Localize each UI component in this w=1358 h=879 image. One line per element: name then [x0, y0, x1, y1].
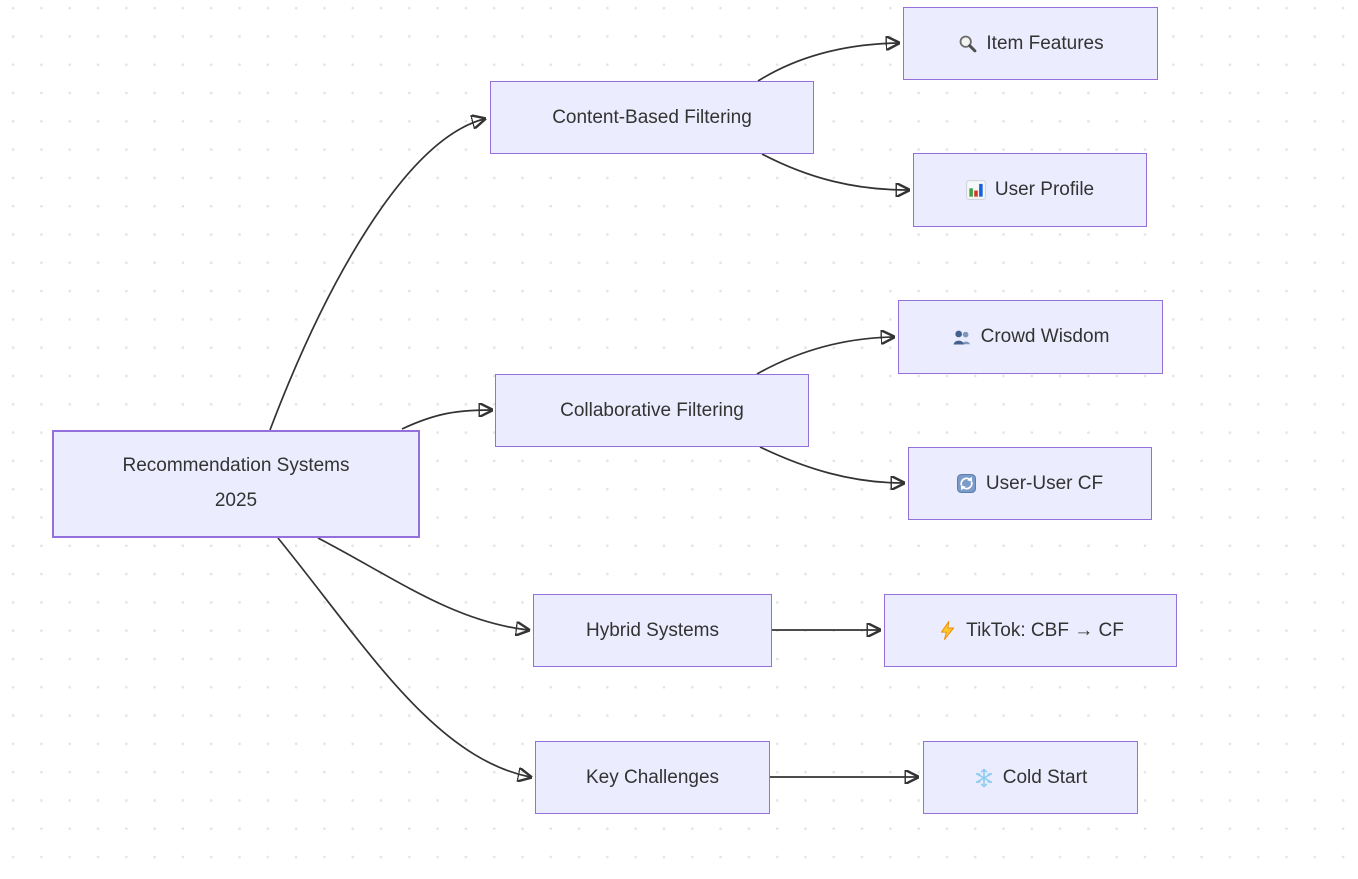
node-cold-start[interactable]: Cold Start: [923, 741, 1138, 814]
node-label: Hybrid Systems: [585, 619, 720, 641]
edge-root-to-content-based: [269, 119, 484, 431]
edge-content-based-to-user-profile: [761, 153, 908, 190]
node-key-challenges[interactable]: Key Challenges: [535, 741, 770, 814]
magnifying-glass-icon: [957, 34, 977, 54]
edge-collaborative-to-crowd-wisdom: [756, 337, 893, 375]
arrows-counterclockwise-icon: [957, 474, 977, 494]
edge-collaborative-to-user-user-cf: [759, 446, 903, 483]
edge-content-based-to-item-features: [757, 43, 898, 82]
edge-root-to-key-challenges: [277, 537, 530, 777]
node-label: Collaborative Filtering: [560, 399, 744, 421]
node-content-based-filtering[interactable]: Content-Based Filtering: [490, 81, 814, 154]
root-label-line2: 2025: [214, 490, 258, 511]
root-label-line1: Recommendation Systems: [122, 455, 350, 477]
node-label: User Profile: [994, 179, 1095, 200]
node-label: Content-Based Filtering: [552, 106, 752, 128]
busts-in-silhouette-icon: [952, 327, 972, 347]
node-label: Crowd Wisdom: [980, 326, 1110, 347]
node-item-features[interactable]: Item Features: [903, 7, 1158, 80]
bar-chart-icon: [965, 180, 986, 200]
node-hybrid-systems[interactable]: Hybrid Systems: [533, 594, 772, 667]
high-voltage-icon: [937, 621, 957, 641]
node-recommendation-systems-2025[interactable]: Recommendation Systems 2025: [52, 430, 420, 538]
node-user-user-cf[interactable]: User-User CF: [908, 447, 1152, 520]
edge-root-to-hybrid: [317, 537, 528, 630]
snowflake-icon: [974, 768, 994, 788]
node-user-profile[interactable]: User Profile: [913, 153, 1147, 227]
node-label: User-User CF: [985, 472, 1104, 494]
edge-root-to-collaborative: [401, 410, 491, 430]
node-label: Cold Start: [1002, 766, 1088, 788]
node-label: TikTok: CBF → CF: [966, 619, 1124, 641]
node-crowd-wisdom[interactable]: Crowd Wisdom: [898, 300, 1163, 374]
node-collaborative-filtering[interactable]: Collaborative Filtering: [495, 374, 809, 447]
node-label: Key Challenges: [585, 766, 720, 788]
node-label: Item Features: [986, 32, 1104, 54]
node-tiktok-cbf-to-cf[interactable]: TikTok: CBF → CF: [884, 594, 1177, 667]
